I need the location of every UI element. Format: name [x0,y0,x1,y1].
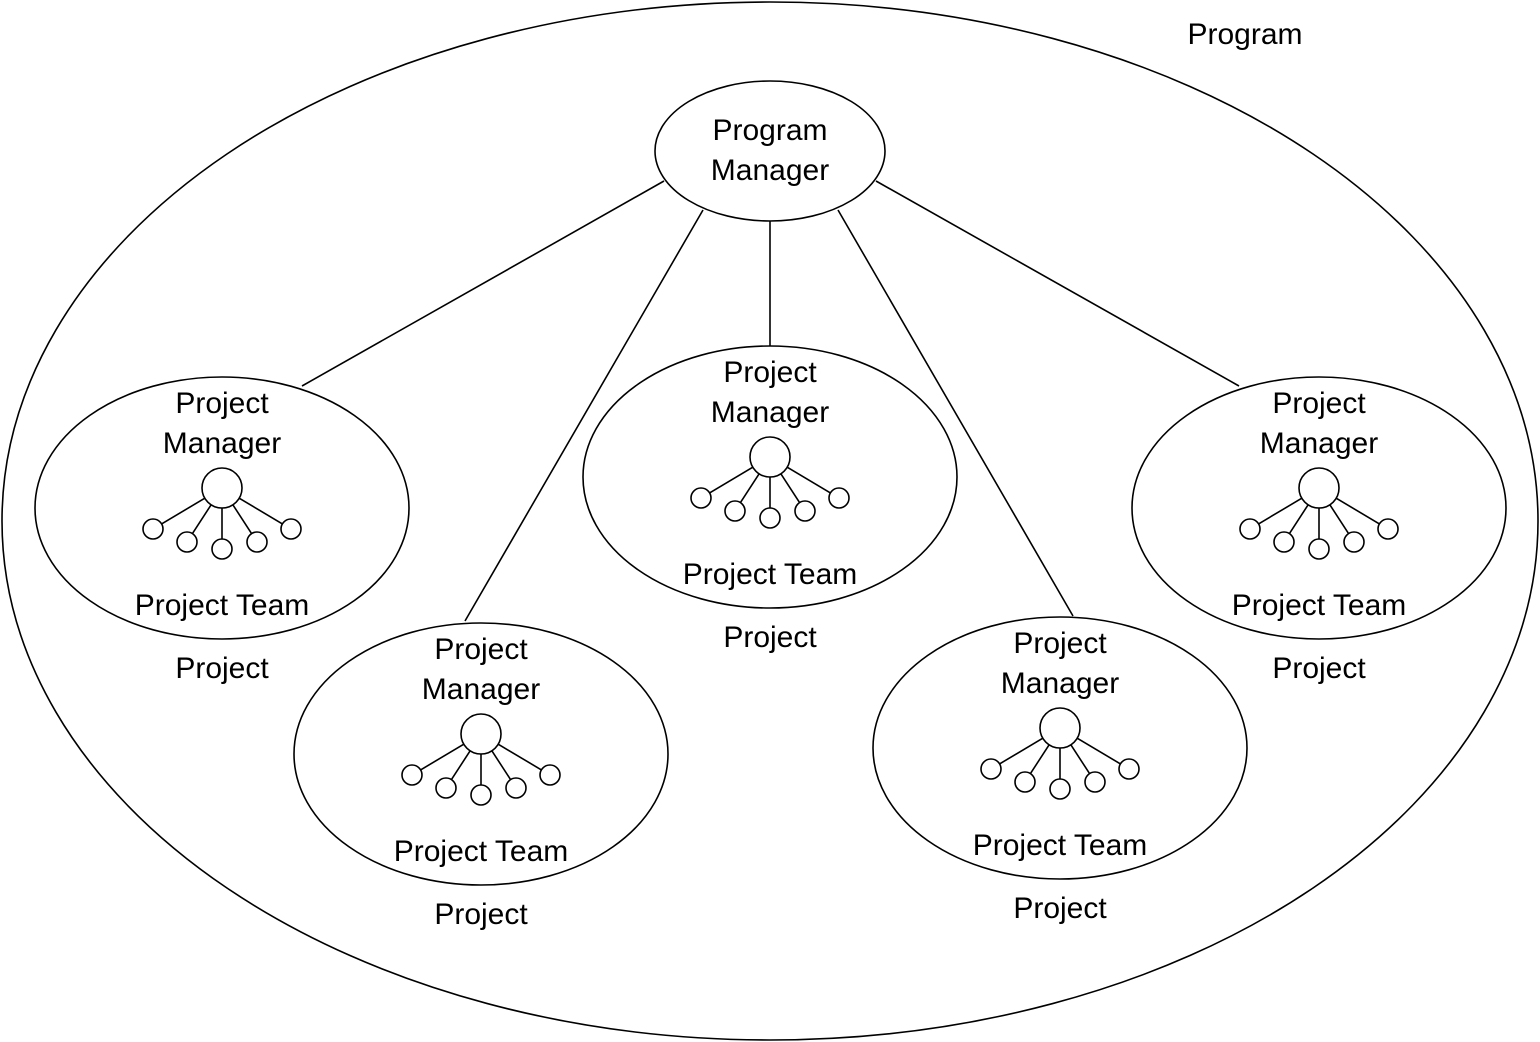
team-member-node [1273,531,1295,553]
team-link-line [450,750,471,781]
team-link-line [1029,744,1050,775]
project-manager-label-line1: Project [723,356,817,389]
team-member-node [539,764,561,786]
team-link-line [1335,497,1380,525]
project-manager-node [749,436,791,478]
team-member-node [690,487,712,509]
project-team-label: Project Team [394,835,569,868]
project-manager-label-line1: Project [434,633,528,666]
team-member-node [1343,531,1365,553]
project-manager-node [1298,467,1340,509]
project-team-label: Project Team [683,558,858,591]
project-manager-label-line2: Manager [163,427,281,460]
team-link-line [999,737,1044,765]
team-link-line [491,750,512,781]
connector-line [464,209,704,622]
project-label: Project [175,652,269,685]
team-member-node [724,500,746,522]
project-manager-label-line2: Manager [1260,427,1378,460]
project-manager-label-line2: Manager [711,396,829,429]
team-link-line [786,466,831,494]
project-label: Project [1013,892,1107,925]
project-label: Project [434,898,528,931]
project-manager-label-line2: Manager [422,673,540,706]
team-link-line [420,743,465,771]
team-member-node [1308,538,1330,560]
program-label: Program [1187,18,1302,51]
project-label: Project [723,621,817,654]
team-member-node [280,518,302,540]
team-link-line [232,504,253,535]
team-member-node [401,764,423,786]
team-link-line [709,466,754,494]
project-manager-node [460,713,502,755]
team-member-node [828,487,850,509]
program-manager-label-line1: Program [712,114,827,147]
team-member-node [759,507,781,529]
team-member-node [470,784,492,806]
project-manager-label-line1: Project [1013,627,1107,660]
connector-lines [301,180,1240,622]
team-link-line [161,497,206,525]
team-link-line [191,504,212,535]
team-member-node [142,518,164,540]
team-member-node [211,538,233,560]
project-label: Project [1272,652,1366,685]
team-member-node [1377,518,1399,540]
project-team-label: Project Team [1232,589,1407,622]
project-manager-label-line1: Project [1272,387,1366,420]
team-member-node [246,531,268,553]
team-member-node [794,500,816,522]
team-link-line [1329,504,1350,535]
team-member-node [1118,758,1140,780]
team-link-line [1258,497,1303,525]
project-team-label: Project Team [135,589,310,622]
team-member-node [1239,518,1261,540]
team-member-node [435,777,457,799]
project-manager-node [201,467,243,509]
program-manager-node [654,80,886,222]
project-manager-node [1039,707,1081,749]
program-manager-label-line2: Manager [711,154,829,187]
connector-line [301,180,665,387]
team-link-line [497,743,542,771]
team-member-node [505,777,527,799]
project-manager-label-line2: Manager [1001,667,1119,700]
connector-line [837,209,1074,617]
project-manager-label-line1: Project [175,387,269,420]
team-member-node [1049,778,1071,800]
team-link-line [238,497,283,525]
team-member-node [176,531,198,553]
team-link-line [780,473,801,504]
connector-line [875,180,1240,387]
team-link-line [1070,744,1091,775]
team-member-node [1014,771,1036,793]
team-link-line [739,473,760,504]
team-link-line [1288,504,1309,535]
team-link-line [1076,737,1121,765]
team-member-node [1084,771,1106,793]
team-member-node [980,758,1002,780]
project-team-label: Project Team [973,829,1148,862]
